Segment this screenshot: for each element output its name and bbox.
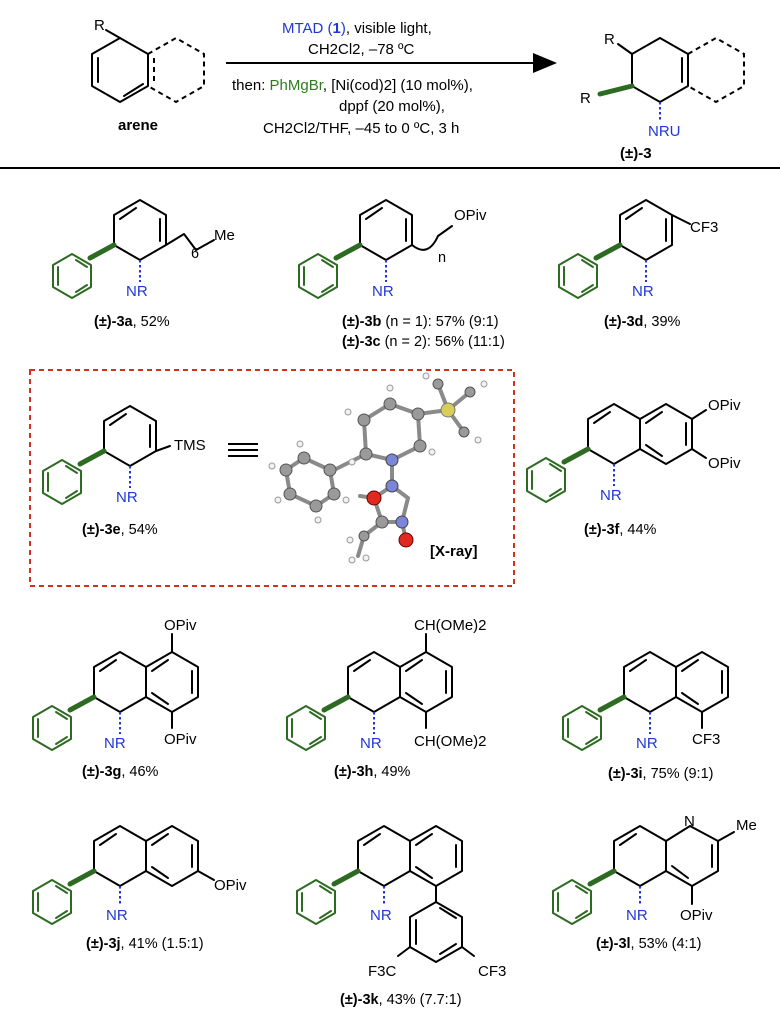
svg-text:OPiv: OPiv	[164, 731, 197, 748]
xray-highlight-box	[29, 369, 515, 587]
svg-text:CF3: CF3	[478, 963, 506, 980]
xray-crystal-structure: [X-ray]	[268, 372, 488, 564]
compound-3l: NR N Me OPiv (±)-3l, 53% (4:1)	[552, 813, 757, 952]
compound-3j: NR OPiv (±)-3j, 41% (1.5:1)	[32, 825, 247, 952]
compound-3g: NR OPiv OPiv (±)-3g, 46%	[32, 617, 199, 780]
arene-structure: R arene	[91, 17, 205, 134]
svg-text:NR: NR	[106, 907, 128, 924]
compound-3d: NR CF3 (±)-3d, 39%	[558, 199, 718, 330]
svg-text:NR: NR	[104, 735, 126, 752]
svg-text:6: 6	[191, 246, 199, 262]
arene-label: arene	[118, 117, 158, 134]
svg-text:MTAD (1), visible light,: MTAD (1), visible light,	[282, 20, 432, 37]
svg-text:F3C: F3C	[368, 963, 397, 980]
svg-text:[X-ray]: [X-ray]	[430, 543, 478, 560]
equivalence-symbol	[228, 443, 258, 457]
svg-text:CH2Cl2, –78 ºC: CH2Cl2, –78 ºC	[308, 41, 415, 58]
svg-text:OPiv: OPiv	[708, 455, 741, 472]
svg-text:(±)-3l, 53% (4:1): (±)-3l, 53% (4:1)	[596, 936, 701, 952]
svg-text:(±)-3b (n = 1): 57% (9:1): (±)-3b (n = 1): 57% (9:1)	[342, 314, 499, 330]
svg-text:(±)-3g, 46%: (±)-3g, 46%	[82, 764, 159, 780]
svg-text:NR: NR	[632, 283, 654, 300]
svg-text:NRU: NRU	[648, 123, 681, 140]
svg-text:(±)-3c (n = 2): 56% (11:1): (±)-3c (n = 2): 56% (11:1)	[342, 334, 505, 350]
svg-text:NR: NR	[116, 489, 138, 506]
compound-3h: NR CH(OMe)2 CH(OMe)2 (±)-3h, 49%	[286, 617, 487, 780]
svg-text:CH(OMe)2: CH(OMe)2	[414, 733, 487, 750]
compound-3a: NR Me 6 (±)-3a, 52%	[52, 199, 235, 330]
svg-text:(±)-3j, 41% (1.5:1): (±)-3j, 41% (1.5:1)	[86, 936, 204, 952]
svg-text:(±)-3a, 52%: (±)-3a, 52%	[94, 314, 170, 330]
svg-text:NR: NR	[372, 283, 394, 300]
arene-r-label: R	[94, 17, 105, 34]
svg-text:(±)-3d, 39%: (±)-3d, 39%	[604, 314, 681, 330]
svg-text:NR: NR	[370, 907, 392, 924]
svg-text:OPiv: OPiv	[708, 397, 741, 414]
svg-text:n: n	[438, 250, 446, 266]
compound-3k: NR F3C CF3 (±)-3k, 43% (7.7:1)	[296, 825, 506, 1008]
svg-text:CF3: CF3	[692, 731, 720, 748]
svg-text:NR: NR	[626, 907, 648, 924]
svg-text:then: PhMgBr, [Ni(cod)2] (10 m: then: PhMgBr, [Ni(cod)2] (10 mol%),	[232, 77, 473, 94]
svg-text:OPiv: OPiv	[454, 207, 487, 224]
svg-text:NR: NR	[126, 283, 148, 300]
svg-text:CH2Cl2/THF, –45 to 0 ºC, 3 h: CH2Cl2/THF, –45 to 0 ºC, 3 h	[263, 120, 459, 137]
svg-text:Me: Me	[736, 817, 757, 834]
svg-text:(±)-3f, 44%: (±)-3f, 44%	[584, 522, 657, 538]
compound-3e: NR TMS (±)-3e, 54%	[42, 405, 258, 538]
svg-text:R: R	[580, 90, 591, 107]
svg-text:NR: NR	[360, 735, 382, 752]
svg-text:CH(OMe)2: CH(OMe)2	[414, 617, 487, 634]
svg-text:Me: Me	[214, 227, 235, 244]
compound-3b: NR OPiv n (±)-3b (n = 1): 57% (9:1) (±)-…	[298, 199, 505, 350]
compound-3i: NR CF3 (±)-3i, 75% (9:1)	[562, 651, 729, 782]
svg-text:dppf (20 mol%),: dppf (20 mol%),	[339, 98, 445, 115]
svg-text:CF3: CF3	[690, 219, 718, 236]
svg-text:(±)-3h, 49%: (±)-3h, 49%	[334, 764, 411, 780]
svg-text:R: R	[604, 31, 615, 48]
svg-text:OPiv: OPiv	[680, 907, 713, 924]
svg-text:OPiv: OPiv	[164, 617, 197, 634]
svg-text:N: N	[684, 813, 695, 830]
svg-text:(±)-3e, 54%: (±)-3e, 54%	[82, 522, 158, 538]
svg-text:(±)-3i, 75% (9:1): (±)-3i, 75% (9:1)	[608, 766, 713, 782]
compound-3f: NR OPiv OPiv (±)-3f, 44%	[526, 397, 741, 538]
product-structure: R R NRU (±)-3	[580, 31, 745, 162]
svg-text:(±)-3k, 43% (7.7:1): (±)-3k, 43% (7.7:1)	[340, 992, 462, 1008]
svg-text:(±)-3: (±)-3	[620, 145, 652, 162]
svg-text:NR: NR	[636, 735, 658, 752]
svg-text:NR: NR	[600, 487, 622, 504]
reaction-conditions: MTAD (1), visible light, CH2Cl2, –78 ºC …	[232, 20, 473, 137]
svg-text:OPiv: OPiv	[214, 877, 247, 894]
svg-text:TMS: TMS	[174, 437, 206, 454]
